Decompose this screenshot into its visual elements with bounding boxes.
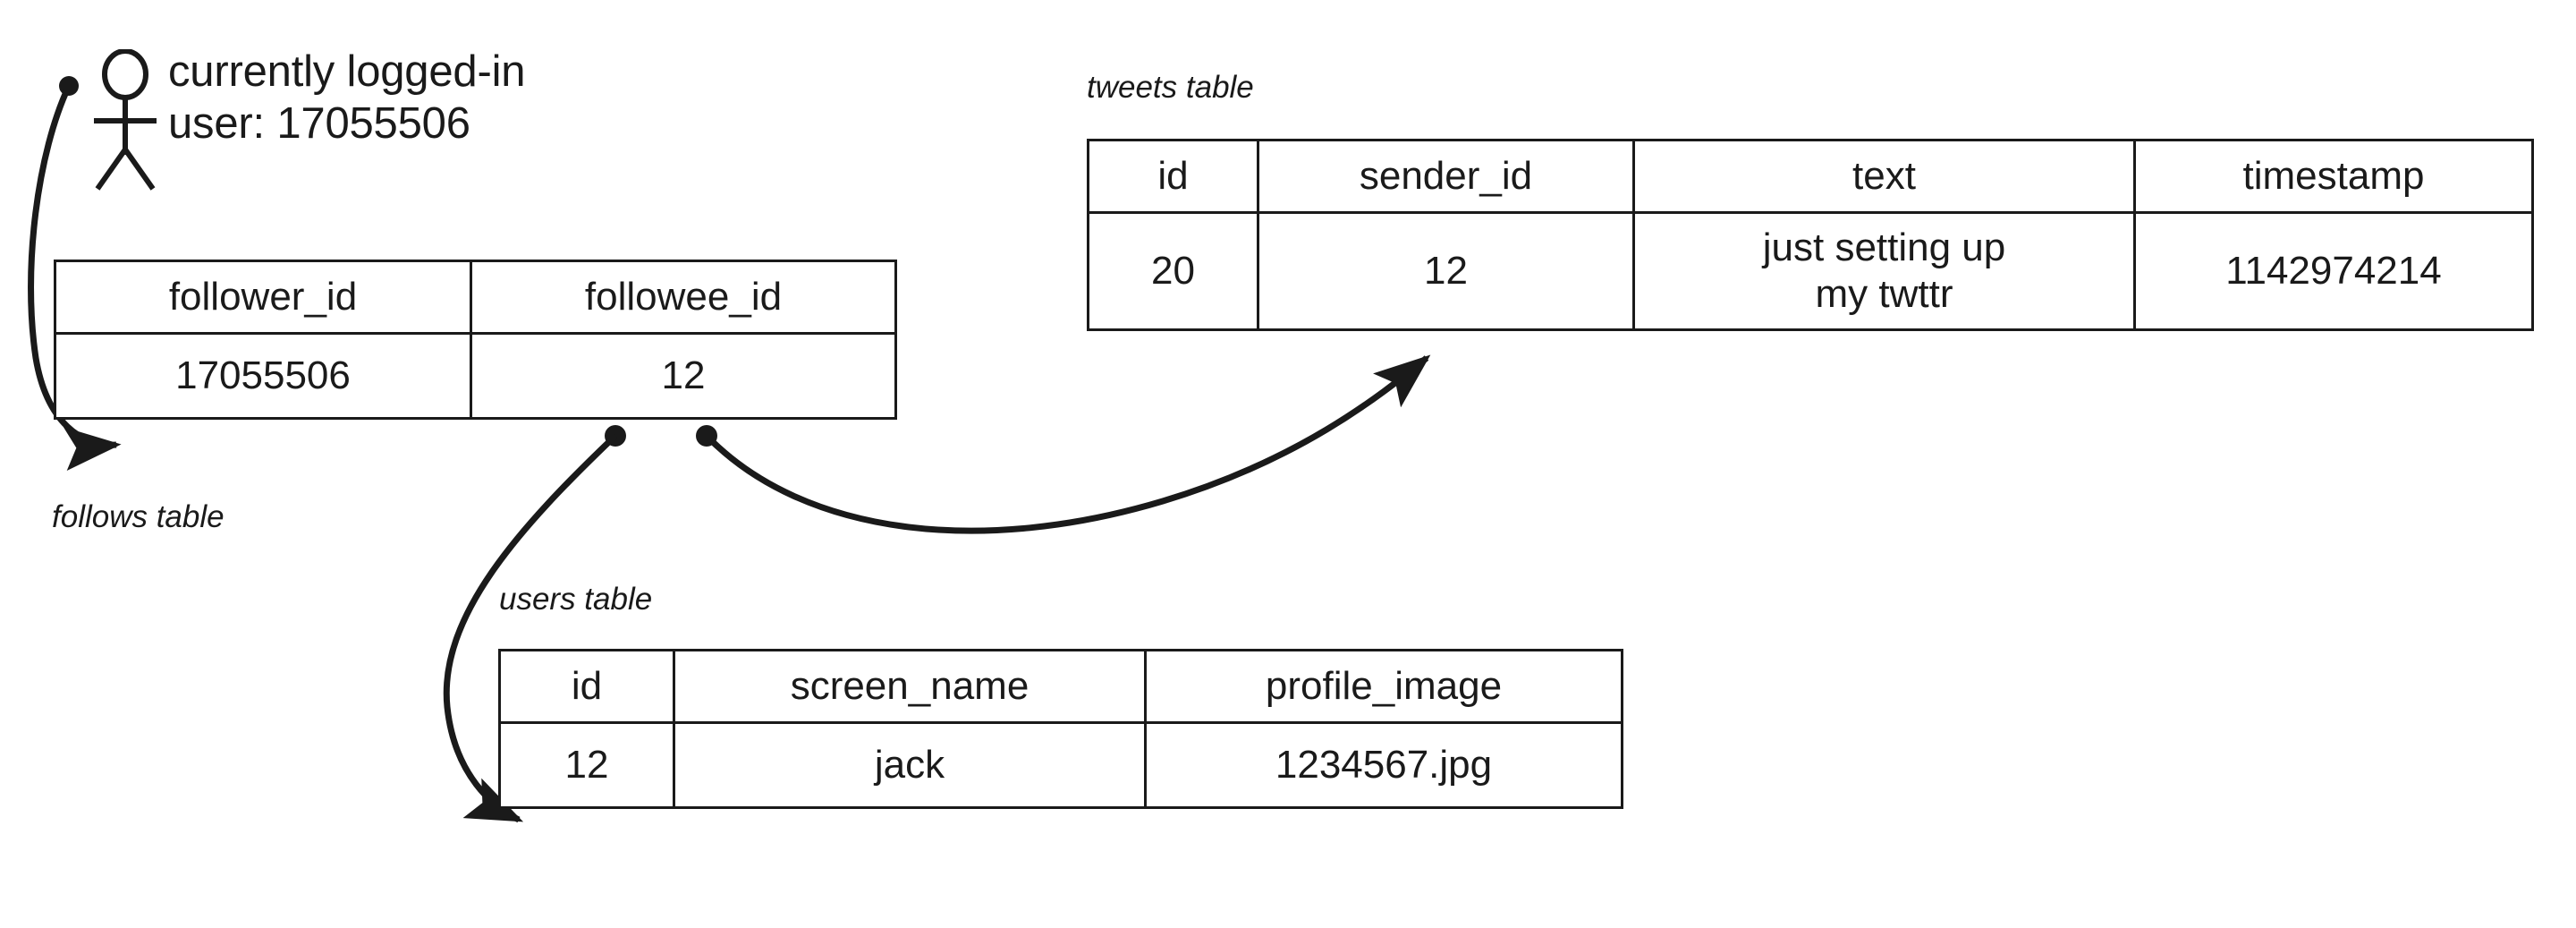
column-header-id: id [1087,139,1259,214]
table-header-row: id sender_id text timestamp [1087,139,2534,214]
cell-follower-id: 17055506 [54,332,472,420]
column-header-followee-id: followee_id [470,260,897,335]
table-row: 20 12 just setting up my twttr 114297421… [1087,211,2534,331]
column-header-text: text [1632,139,2136,214]
cell-screen-name: jack [673,721,1147,809]
table-header-row: follower_id followee_id [54,260,897,335]
tweets-table: id sender_id text timestamp 20 12 just s… [1087,139,2534,331]
column-header-timestamp: timestamp [2133,139,2534,214]
column-header-profile-image: profile_image [1144,649,1623,724]
tweets-table-label: tweets table [1087,70,1254,105]
table-row: 12 jack 1234567.jpg [498,721,1623,809]
cell-user-id: 12 [498,721,675,809]
cell-profile-image: 1234567.jpg [1144,721,1623,809]
stick-figure-user-icon [85,48,165,192]
users-table: id screen_name profile_image 12 jack 123… [498,649,1623,809]
cell-tweet-text: just setting up my twttr [1632,211,2136,331]
actor-caption: currently logged-in user: 17055506 [168,47,526,148]
table-row: 17055506 12 [54,332,897,420]
column-header-sender-id: sender_id [1257,139,1635,214]
table-header-row: id screen_name profile_image [498,649,1623,724]
follows-table: follower_id followee_id 17055506 12 [54,260,897,420]
column-header-screen-name: screen_name [673,649,1147,724]
cell-timestamp: 1142974214 [2133,211,2534,331]
column-header-id: id [498,649,675,724]
column-header-follower-id: follower_id [54,260,472,335]
follows-table-label: follows table [52,499,225,534]
cell-tweet-id: 20 [1087,211,1259,331]
cell-followee-id: 12 [470,332,897,420]
cell-sender-id: 12 [1257,211,1635,331]
users-table-label: users table [499,582,653,617]
